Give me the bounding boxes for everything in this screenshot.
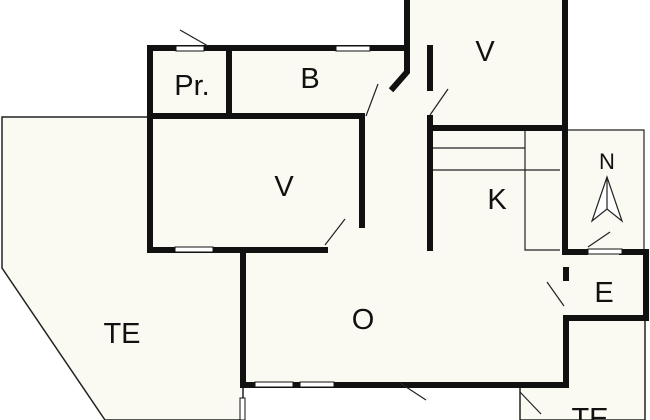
room-label-v-top: V: [475, 36, 495, 68]
room-labels: Pr. B V V K O E TE TE: [103, 36, 613, 420]
doors: [179, 29, 611, 415]
room-label-pr: Pr.: [174, 70, 209, 102]
door-v-top: [429, 88, 449, 116]
room-label-k: K: [487, 184, 507, 216]
room-label-v-mid: V: [274, 171, 294, 203]
compass: N: [590, 149, 624, 223]
terraces: [1, 116, 646, 420]
door-bottom: [399, 382, 427, 401]
door-b: [365, 83, 379, 117]
room-label-te-right: TE: [571, 403, 608, 420]
north-arrow-icon: [590, 175, 624, 223]
door-te-right: [519, 391, 542, 415]
room-label-e: E: [594, 277, 613, 309]
door-v-mid: [324, 218, 346, 246]
room-label-o: O: [352, 304, 375, 336]
kitchen-counters: [432, 129, 645, 252]
windows: [174, 45, 623, 420]
compass-north-label: N: [599, 149, 615, 174]
room-label-b: B: [300, 63, 319, 95]
room-label-te-left: TE: [103, 318, 140, 350]
door-pr: [179, 29, 209, 47]
door-e-top: [587, 231, 611, 248]
door-e: [546, 281, 565, 307]
